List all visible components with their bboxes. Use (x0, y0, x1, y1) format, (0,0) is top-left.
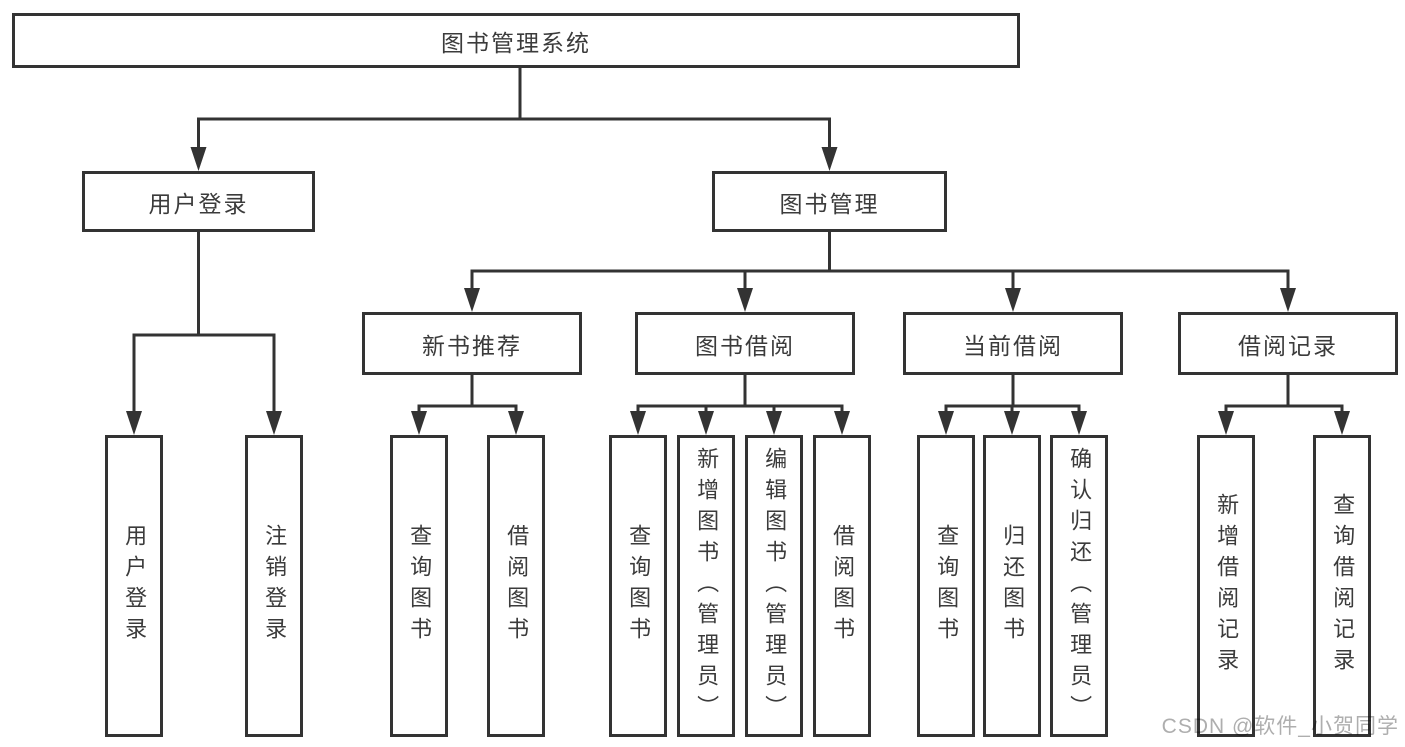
leaf-current-confirm-return-admin: 确认归还（管理员） (1050, 435, 1108, 737)
connector-current-to-leaves (938, 375, 1087, 435)
node-label: 图书借阅 (695, 332, 795, 359)
node-label: 借阅记录 (1238, 332, 1338, 359)
leaf-current-return-books: 归还图书 (983, 435, 1041, 737)
node-label: 用户登录 (122, 524, 148, 648)
node-label: 借阅图书 (504, 524, 530, 648)
node-borrowing-records: 借阅记录 (1178, 312, 1398, 375)
node-label: 查询借阅记录 (1330, 493, 1356, 679)
leaf-borrowing-edit-books-admin: 编辑图书（管理员） (745, 435, 803, 737)
node-label: 新增借阅记录 (1214, 493, 1240, 679)
leaf-borrowing-add-books-admin: 新增图书（管理员） (677, 435, 735, 737)
node-book-borrowing: 图书借阅 (635, 312, 855, 375)
connector-records-to-leaves (1218, 375, 1350, 435)
leaf-recommend-borrow-books: 借阅图书 (487, 435, 545, 737)
node-label: 用户登录 (148, 190, 249, 217)
node-current-borrowing: 当前借阅 (903, 312, 1123, 375)
connector-book-management-to-level2 (464, 232, 1296, 312)
connector-borrowing-to-leaves (630, 375, 850, 435)
leaf-records-add-borrow-record: 新增借阅记录 (1197, 435, 1255, 737)
node-label: 注销登录 (262, 524, 288, 648)
connector-user-login-to-leaves (126, 232, 282, 435)
leaf-borrowing-query-books: 查询图书 (609, 435, 667, 737)
node-label: 图书管理 (779, 190, 880, 217)
connector-recommendation-to-leaves (411, 375, 524, 435)
leaf-borrowing-borrow-books: 借阅图书 (813, 435, 871, 737)
leaf-user-login: 用户登录 (105, 435, 163, 737)
node-new-book-recommendation: 新书推荐 (362, 312, 582, 375)
node-label: 查询图书 (934, 524, 960, 648)
node-label: 查询图书 (407, 524, 433, 648)
connector-root-to-level1 (190, 68, 838, 171)
node-label: 归还图书 (1000, 524, 1026, 648)
node-label: 图书管理系统 (441, 29, 591, 56)
node-label: 借阅图书 (830, 524, 856, 648)
node-book-management-system: 图书管理系统 (12, 13, 1020, 68)
node-label: 编辑图书（管理员） (762, 446, 788, 726)
node-label: 新书推荐 (422, 332, 522, 359)
node-label: 确认归还（管理员） (1067, 446, 1093, 726)
leaf-logout: 注销登录 (245, 435, 303, 737)
leaf-current-query-books: 查询图书 (917, 435, 975, 737)
node-book-management: 图书管理 (712, 171, 947, 232)
node-label: 当前借阅 (963, 332, 1063, 359)
node-label: 查询图书 (626, 524, 652, 648)
node-user-login: 用户登录 (82, 171, 315, 232)
leaf-recommend-query-books: 查询图书 (390, 435, 448, 737)
leaf-records-query-borrow-record: 查询借阅记录 (1313, 435, 1371, 737)
node-label: 新增图书（管理员） (694, 446, 720, 726)
csdn-watermark: CSDN @软件_小贺同学 (1161, 715, 1399, 738)
